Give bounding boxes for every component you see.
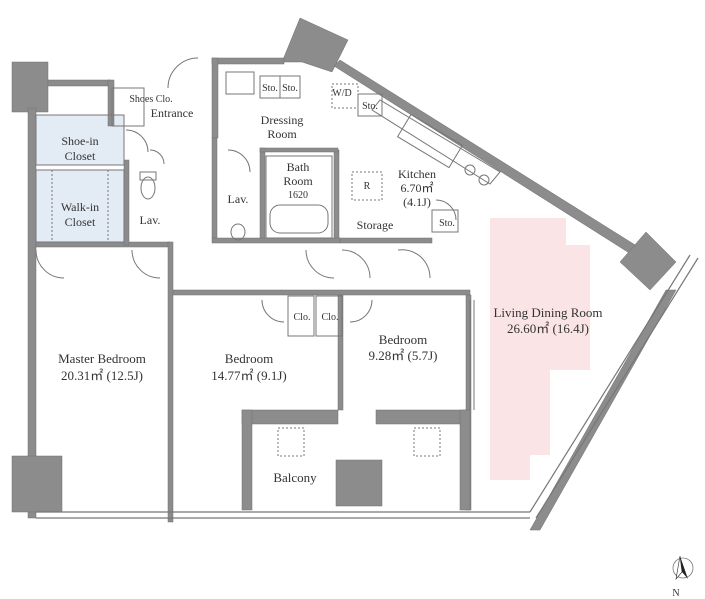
refrigerator-label: R xyxy=(364,181,371,192)
dressing-room-label-2: Room xyxy=(267,127,297,141)
compass-label: N xyxy=(672,588,679,599)
room-labels: Shoes Clo. Entrance Shoe-in Closet Walk-… xyxy=(58,83,602,485)
compass: N xyxy=(672,555,694,599)
storage-room-label: Storage xyxy=(357,218,394,232)
walk-in-closet-label: Walk-in xyxy=(61,200,99,214)
kitchen-jo-label: (4.1J) xyxy=(403,195,431,209)
lav-center-label: Lav. xyxy=(228,192,249,206)
master-bedroom-label: Master Bedroom xyxy=(58,351,146,366)
bedroom3-area-label: 9.28㎡ (5.7J) xyxy=(369,348,438,363)
shoe-in-closet-label-2: Closet xyxy=(65,149,96,163)
storage-left-label: Sto. xyxy=(262,83,278,94)
bedroom3-label: Bedroom xyxy=(379,332,427,347)
bedroom2-area-label: 14.77㎡ (9.1J) xyxy=(211,368,286,383)
bath-label-2: Room xyxy=(283,174,313,188)
lav-left-label: Lav. xyxy=(140,213,161,227)
bath-size-label: 1620 xyxy=(288,190,308,201)
master-bedroom-area-label: 20.31㎡ (12.5J) xyxy=(61,368,143,383)
bath-label: Bath xyxy=(287,160,310,174)
storage-kitchen-label: Sto. xyxy=(362,101,378,112)
kitchen-label: Kitchen xyxy=(398,167,436,181)
shoes-closet-label: Shoes Clo. xyxy=(129,94,172,105)
closet-b-label: Clo. xyxy=(322,312,339,323)
kitchen-area-label: 6.70㎡ xyxy=(400,181,433,195)
balcony-label: Balcony xyxy=(273,470,317,485)
walk-in-closet-fill xyxy=(36,170,124,242)
shoe-in-closet-label: Shoe-in xyxy=(61,134,98,148)
bottom-exterior-wall xyxy=(36,254,699,519)
storage-small-label: Sto. xyxy=(439,218,455,229)
living-dining-area-label: 26.60㎡ (16.4J) xyxy=(507,321,589,336)
compass-ring xyxy=(672,557,694,579)
bedroom2-label: Bedroom xyxy=(225,351,273,366)
entrance-label: Entrance xyxy=(151,106,194,120)
north-arrow-icon xyxy=(680,556,688,579)
dressing-room-label: Dressing xyxy=(261,113,304,127)
fixtures xyxy=(35,57,501,457)
living-dining-highlight xyxy=(490,218,590,480)
walk-in-closet-label-2: Closet xyxy=(65,215,96,229)
storage-right-label: Sto. xyxy=(282,83,298,94)
living-dining-label: Living Dining Room xyxy=(493,305,602,320)
washer-dryer-label: W/D xyxy=(332,88,351,99)
closet-a-label: Clo. xyxy=(294,312,311,323)
